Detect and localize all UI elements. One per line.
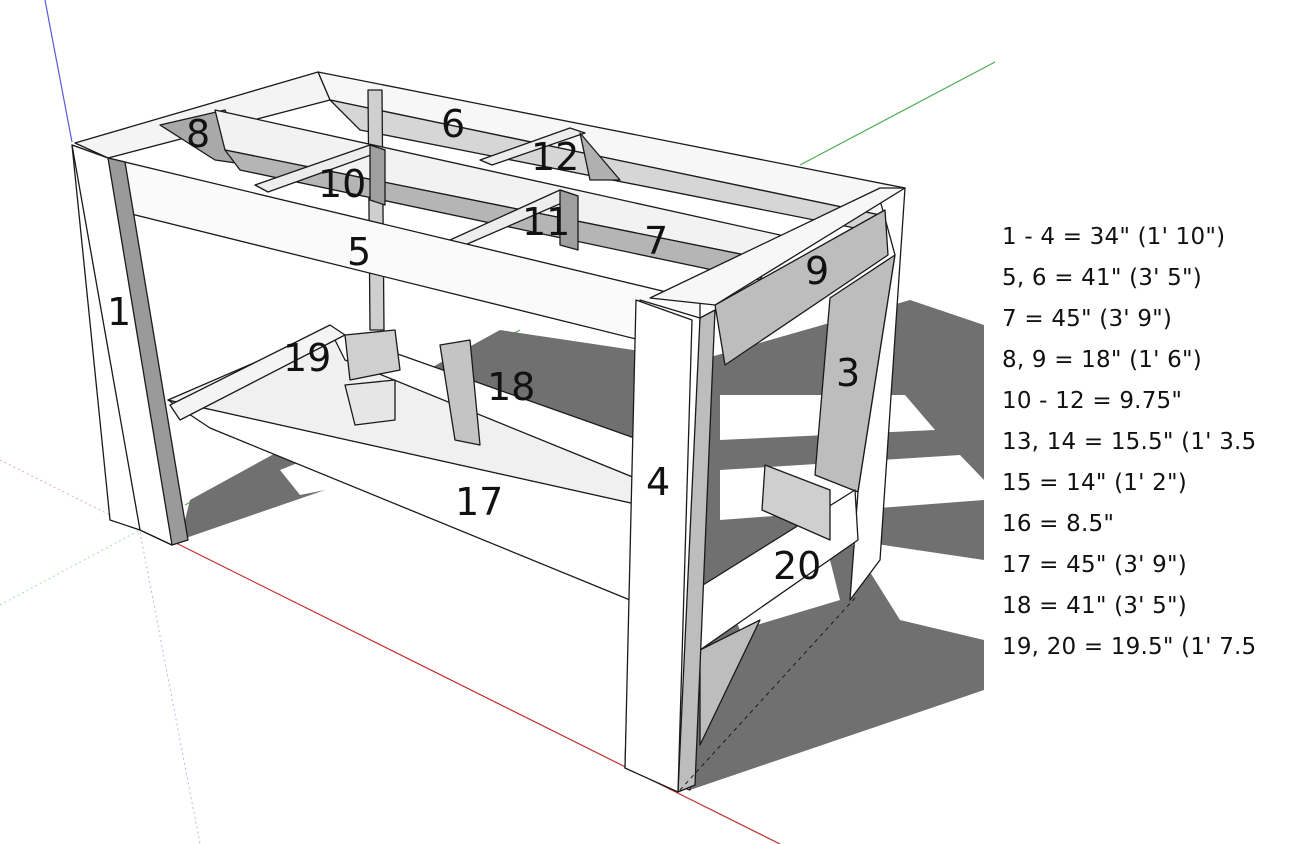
part-19-block xyxy=(344,329,401,381)
part-label-17: 17 xyxy=(455,480,503,524)
leg-2 xyxy=(367,89,385,331)
part-20-block xyxy=(761,464,831,541)
part-label-4: 4 xyxy=(646,460,670,504)
part-label-9: 9 xyxy=(805,249,829,293)
part-9-top xyxy=(649,187,906,306)
part-10-side xyxy=(369,144,386,206)
part-19-block-lower xyxy=(344,379,396,426)
cut-list-item: 17 = 45" (3' 9") xyxy=(1002,552,1187,578)
leg-1-face xyxy=(71,144,173,546)
part-9-end-rail xyxy=(714,209,889,366)
cut-list-item: 15 = 14" (1' 2") xyxy=(1002,470,1187,496)
cut-list-item: 7 = 45" (3' 9") xyxy=(1002,306,1173,332)
cut-list-item: 8, 9 = 18" (1' 6") xyxy=(1002,347,1202,373)
green-axis-dotted-line xyxy=(0,529,141,606)
cut-list-item: 5, 6 = 41" (3' 5") xyxy=(1002,265,1202,291)
part-20-brace xyxy=(699,619,761,746)
part-label-7: 7 xyxy=(644,219,668,263)
cut-list-item: 18 = 41" (3' 5") xyxy=(1002,593,1187,619)
leg-4-side xyxy=(677,309,716,793)
bench-frame xyxy=(71,71,906,793)
part-label-1: 1 xyxy=(107,290,131,334)
cut-list-item: 19, 20 = 19.5" (1' 7.5 xyxy=(1002,634,1257,660)
red-axis-line xyxy=(169,539,781,844)
green-axis-line xyxy=(799,61,996,166)
blue-axis-dotted-line xyxy=(139,531,201,844)
part-label-11: 11 xyxy=(522,200,570,244)
part-label-20: 20 xyxy=(773,544,821,588)
part-label-3: 3 xyxy=(836,351,860,395)
part-label-10: 10 xyxy=(318,162,366,206)
part-label-8: 8 xyxy=(186,112,210,156)
part-label-5: 5 xyxy=(347,230,371,274)
part-label-6: 6 xyxy=(441,102,465,146)
cut-list-item: 10 - 12 = 9.75" xyxy=(1002,388,1183,414)
part-12-shade xyxy=(579,132,621,181)
cut-list: 1 - 4 = 34" (1' 10") 5, 6 = 41" (3' 5") … xyxy=(984,222,1274,662)
part-label-18: 18 xyxy=(487,365,535,409)
part-18-shade xyxy=(439,339,481,446)
cut-list-item: 1 - 4 = 34" (1' 10") xyxy=(1002,224,1226,250)
cut-list-item: 16 = 8.5" xyxy=(1002,511,1115,537)
part-11-side xyxy=(559,189,579,251)
hidden-edge-dashed xyxy=(679,597,856,791)
part-label-12: 12 xyxy=(531,135,579,179)
blue-axis-line xyxy=(44,0,73,143)
leg-4-face xyxy=(624,299,693,793)
cut-list-item: 13, 14 = 15.5" (1' 3.5 xyxy=(1002,429,1257,455)
part-labels: 1 3 4 5 6 7 8 9 10 11 12 17 18 19 20 xyxy=(107,102,860,588)
part-label-19: 19 xyxy=(283,336,331,380)
part-12-cross xyxy=(479,127,586,166)
